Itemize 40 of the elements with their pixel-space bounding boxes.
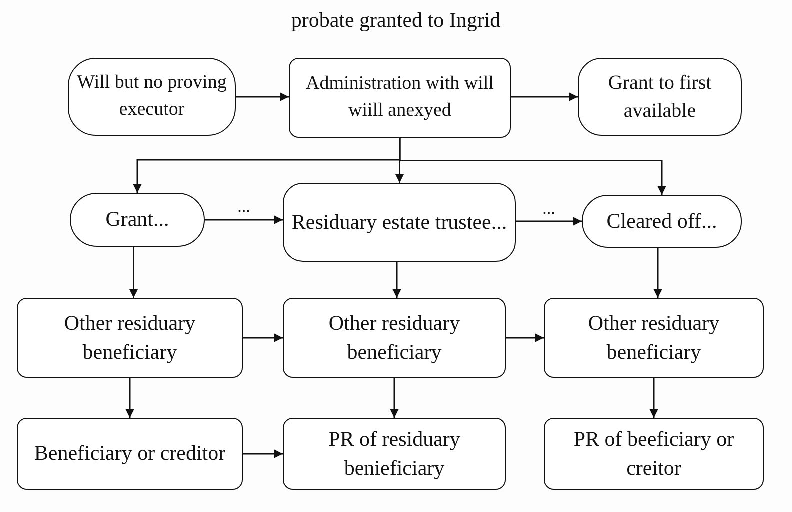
process-box: [544, 418, 764, 490]
process-box: [578, 58, 742, 136]
process-box: [283, 183, 516, 262]
process-box: [283, 298, 506, 378]
process-box: [17, 418, 243, 490]
process-box: [544, 298, 764, 378]
box-text: Beneficiary or creditor: [34, 440, 226, 468]
box-text: Grant...: [106, 206, 170, 234]
box-text: PR of beeficiary or creitor: [572, 426, 736, 482]
arrow: [395, 138, 404, 183]
arrow: [650, 378, 658, 418]
arrow: [511, 92, 578, 102]
box-text: Residuary estate trustee...: [292, 208, 508, 236]
box-text: Other residuary beneficiary: [63, 310, 197, 366]
process-box: [68, 58, 236, 136]
arrow: [390, 378, 399, 418]
arrow: [516, 217, 582, 226]
box-text: Grant to first available: [607, 71, 713, 124]
process-box: [582, 195, 742, 248]
arrow: [243, 450, 283, 458]
diagram-title: probate granted to Ingrid: [291, 8, 501, 33]
arrow: [506, 334, 544, 342]
arrow: [399, 138, 666, 195]
box-text: Other residuary beneficiary: [587, 310, 721, 366]
arrow: [205, 216, 283, 224]
arrow: [654, 248, 662, 298]
process-box: [17, 298, 243, 378]
box-text: Cleared off...: [606, 208, 718, 235]
arrow: [392, 262, 402, 298]
box-text: Other residuary beneficiary: [328, 310, 462, 366]
process-box: [289, 58, 511, 138]
arrow: [126, 378, 134, 418]
arrow: [236, 92, 289, 102]
arrow: [129, 247, 138, 298]
box-text: PR of residuary benieficiary: [328, 426, 462, 482]
arrow: [243, 334, 283, 342]
process-box: [70, 193, 205, 247]
process-box: [283, 418, 506, 490]
box-text: Administration with will wiill anexyed: [305, 72, 495, 123]
box-text: Will but no proving executor: [76, 71, 228, 122]
